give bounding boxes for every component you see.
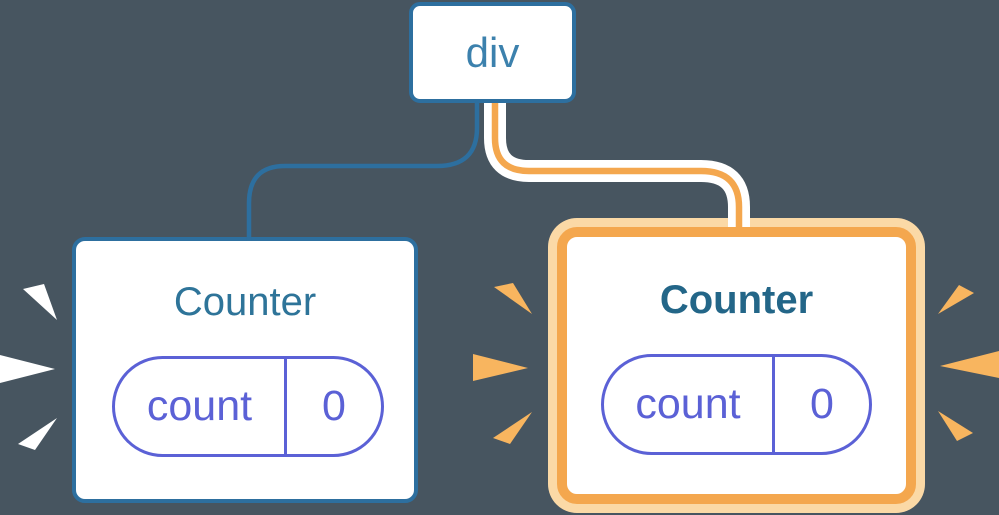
counter-title: Counter	[659, 278, 814, 322]
burst-ray	[0, 355, 55, 383]
state-value: 0	[772, 357, 869, 452]
connector-highlighted-casing	[484, 103, 750, 227]
tree-node-div: div	[409, 2, 576, 103]
connector-blue	[246, 103, 480, 241]
burst-orange-right-icon	[938, 285, 999, 441]
state-value: 0	[284, 359, 381, 454]
connector-highlighted	[491, 103, 743, 233]
counter-title: Counter	[173, 280, 317, 324]
state-key: count	[635, 380, 741, 428]
burst-ray	[473, 354, 528, 381]
counter-card-left: Counter count 0	[72, 237, 418, 503]
burst-ray	[494, 283, 532, 314]
burst-orange-middle-icon	[473, 283, 532, 444]
state-pill: count 0	[112, 356, 384, 457]
burst-ray	[23, 284, 57, 320]
tree-node-div-label: div	[465, 28, 520, 76]
state-pill: count 0	[601, 354, 872, 455]
burst-ray	[18, 418, 57, 450]
burst-ray	[493, 412, 532, 444]
state-key: count	[146, 382, 253, 430]
burst-ray	[940, 351, 999, 378]
counter-card-right-highlighted: Counter count 0	[557, 227, 916, 504]
burst-ray	[938, 285, 974, 314]
burst-ray	[938, 411, 973, 441]
burst-white-left-icon	[0, 284, 57, 450]
